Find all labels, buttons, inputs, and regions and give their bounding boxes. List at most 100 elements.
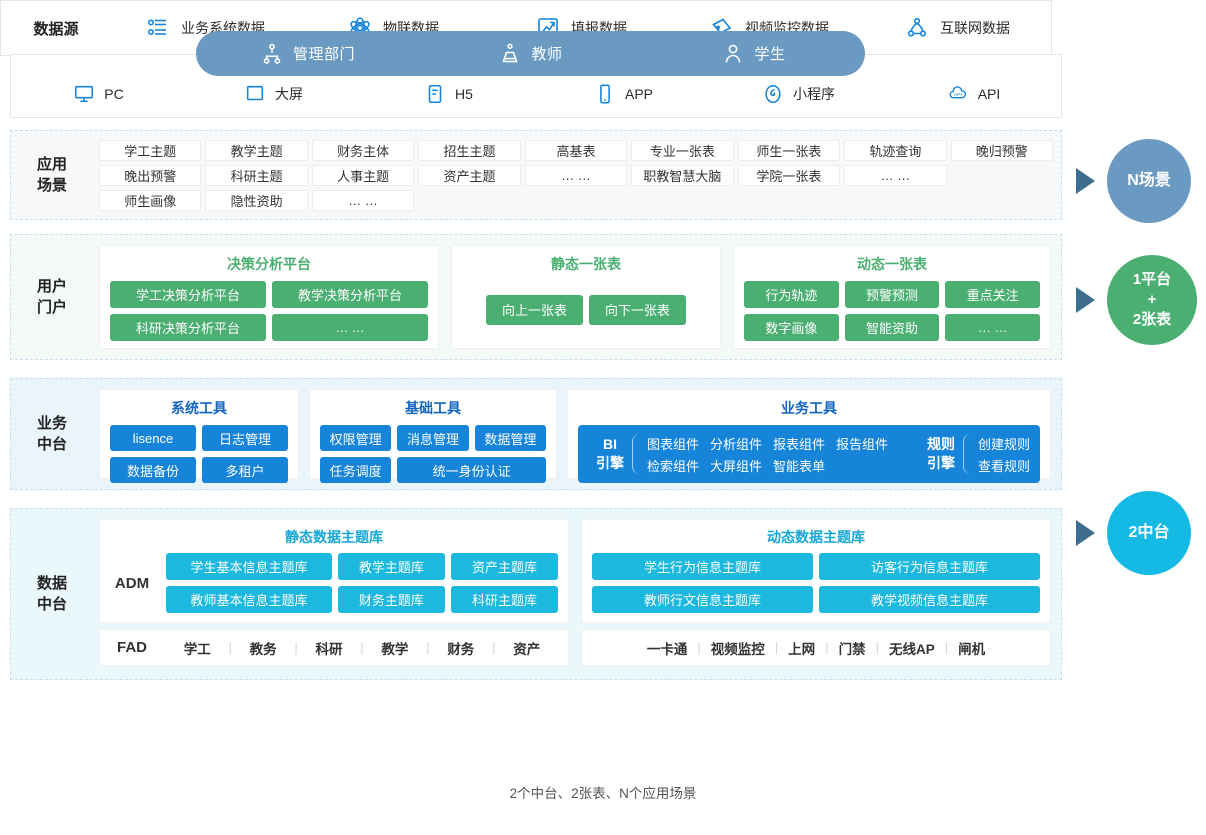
scenario-cell[interactable]: 职教智慧大脑: [631, 165, 734, 186]
portal-button[interactable]: 重点关注: [945, 281, 1040, 308]
scenario-cell[interactable]: 人事主题: [311, 165, 415, 186]
role-teacher[interactable]: 教师: [419, 42, 642, 66]
portal-button[interactable]: 学工决策分析平台: [110, 281, 266, 308]
engine-item[interactable]: 分析组件: [710, 436, 763, 452]
scenario-cell[interactable]: 财务主体: [311, 140, 415, 161]
scenario-cell[interactable]: 资产主题: [418, 165, 521, 186]
terminal-label: H5: [455, 86, 473, 102]
rail-badge-line: 1平台: [1132, 271, 1172, 288]
engine-item[interactable]: 报告组件: [836, 436, 889, 452]
button-grid: 权限管理 消息管理 数据管理 任务调度 统一身份认证: [320, 425, 546, 483]
terminal-pc[interactable]: PC: [11, 83, 186, 105]
base-tool-button[interactable]: 数据管理: [474, 425, 546, 451]
scenario-cell[interactable]: 晚归预警: [950, 140, 1053, 161]
scenario-cell[interactable]: 隐性资助: [205, 190, 308, 211]
scenario-cell[interactable]: 高基表: [524, 140, 628, 161]
fad-item[interactable]: 上网: [788, 641, 816, 657]
fad-item[interactable]: 视频监控: [710, 641, 765, 657]
portal-button[interactable]: 行为轨迹: [744, 281, 839, 308]
scenario-cell[interactable]: 学工主题: [99, 140, 202, 161]
data-subject-button[interactable]: 学生基本信息主题库: [166, 553, 332, 580]
scenario-cell[interactable]: 专业一张表: [631, 140, 734, 161]
data-subject-button[interactable]: 访客行为信息主题库: [819, 553, 1040, 580]
card-dynamic-one-table: 动态一张表 行为轨迹 预警预测 重点关注 数字画像 智能资助 … …: [733, 245, 1051, 349]
engine-item[interactable]: 大屏组件: [710, 458, 763, 474]
fad-item[interactable]: 一卡通: [646, 641, 688, 657]
engine-item[interactable]: 报表组件: [773, 436, 826, 452]
scenario-cell[interactable]: 学院一张表: [737, 165, 841, 186]
rail-badge-scenario: N场景: [1107, 139, 1191, 223]
data-subject-button[interactable]: 教师行文信息主题库: [592, 586, 813, 613]
mini-program-icon: [762, 83, 784, 105]
scenario-cell[interactable]: … …: [311, 190, 415, 211]
terminal-h5[interactable]: H5: [361, 83, 536, 105]
portal-button[interactable]: 预警预测: [844, 281, 940, 308]
data-subject-button[interactable]: 学生行为信息主题库: [592, 553, 813, 580]
engine-item[interactable]: 创建规则: [977, 436, 1030, 452]
fad-item[interactable]: 门禁: [838, 641, 866, 657]
portal-button[interactable]: 向上一张表: [486, 294, 583, 325]
button-grid: lisence 日志管理 数据备份 多租户: [110, 425, 288, 483]
scenario-cell[interactable]: 师生一张表: [737, 140, 841, 161]
fad-item[interactable]: 科研: [315, 641, 343, 657]
fad-item[interactable]: 无线AP: [888, 641, 935, 657]
portal-button[interactable]: 向下一张表: [589, 294, 686, 325]
base-tool-button[interactable]: 统一身份认证: [397, 457, 546, 483]
data-subject-button[interactable]: 教师基本信息主题库: [166, 586, 332, 613]
scenario-cell[interactable]: 科研主题: [205, 165, 308, 186]
fad-item[interactable]: 教学: [381, 641, 409, 657]
portal-button[interactable]: 教学决策分析平台: [272, 281, 428, 308]
portal-button-more[interactable]: … …: [945, 314, 1040, 341]
terminal-api[interactable]: API API: [886, 83, 1061, 105]
data-subject-button[interactable]: 科研主题库: [450, 586, 558, 613]
system-tool-button[interactable]: 数据备份: [110, 457, 196, 483]
system-tool-button[interactable]: 日志管理: [202, 425, 288, 451]
system-tool-button[interactable]: 多租户: [202, 457, 288, 483]
scenario-cell[interactable]: 晚出预警: [99, 165, 202, 186]
data-subject-button[interactable]: 教学视频信息主题库: [819, 586, 1040, 613]
role-admin-department[interactable]: 管理部门: [196, 42, 419, 66]
scenario-cell[interactable]: 教学主题: [205, 140, 308, 161]
fad-item[interactable]: 教务: [249, 641, 277, 657]
scenario-cell[interactable]: 师生画像: [99, 190, 202, 211]
section-title-portal: 用户 门户: [36, 278, 67, 316]
fad-item[interactable]: 闸机: [958, 641, 986, 657]
terminal-large-screen[interactable]: 大屏: [186, 83, 361, 105]
data-subject-button[interactable]: 资产主题库: [450, 553, 558, 580]
portal-button[interactable]: 科研决策分析平台: [110, 314, 266, 341]
scenario-cell[interactable]: 招生主题: [418, 140, 521, 161]
data-subject-button[interactable]: 财务主题库: [337, 586, 445, 613]
base-tool-button[interactable]: 任务调度: [320, 457, 392, 483]
card-dynamic-data-subject-db: 动态数据主题库 学生行为信息主题库 访客行为信息主题库 教师行文信息主题库 教学…: [581, 519, 1051, 623]
fad-row-dynamic: 一卡通 | 视频监控 | 上网 | 门禁 | 无线AP | 闸机: [581, 629, 1051, 666]
portal-button[interactable]: 智能资助: [844, 314, 940, 341]
role-student[interactable]: 学生: [642, 42, 865, 66]
rail-badge-middle: 2中台: [1107, 491, 1191, 575]
engine-item[interactable]: 查看规则: [977, 458, 1030, 474]
system-tool-button[interactable]: lisence: [110, 425, 196, 451]
card-title: 决策分析平台: [227, 256, 311, 272]
terminal-label: 小程序: [793, 86, 835, 102]
scenario-cell[interactable]: … …: [844, 165, 947, 186]
fad-item[interactable]: 资产: [513, 641, 541, 657]
base-tool-button[interactable]: 消息管理: [397, 425, 469, 451]
scenario-cell[interactable]: … …: [524, 165, 628, 186]
portal-button-more[interactable]: … …: [272, 314, 428, 341]
source-internet[interactable]: 互联网数据: [863, 15, 1051, 41]
scenario-cell[interactable]: 轨迹查询: [844, 140, 947, 161]
separator: |: [360, 640, 364, 655]
engine-item[interactable]: 智能表单: [773, 458, 826, 474]
base-tool-button[interactable]: 权限管理: [320, 425, 392, 451]
portal-button[interactable]: 数字画像: [744, 314, 839, 341]
terminal-app[interactable]: APP: [536, 83, 711, 105]
application-scenarios-section: 应用 场景 学工主题 教学主题 财务主体 招生主题 高基表 专业一张表 师生一张…: [10, 130, 1062, 220]
engine-item[interactable]: 检索组件: [647, 458, 700, 474]
engine-item[interactable]: 图表组件: [647, 436, 700, 452]
fad-item[interactable]: 学工: [183, 641, 211, 657]
terminal-mini-program[interactable]: 小程序: [711, 83, 886, 105]
brace-icon: [632, 433, 641, 475]
fad-item[interactable]: 财务: [447, 641, 475, 657]
data-subject-button[interactable]: 教学主题库: [337, 553, 445, 580]
terminal-label: 大屏: [275, 86, 303, 102]
